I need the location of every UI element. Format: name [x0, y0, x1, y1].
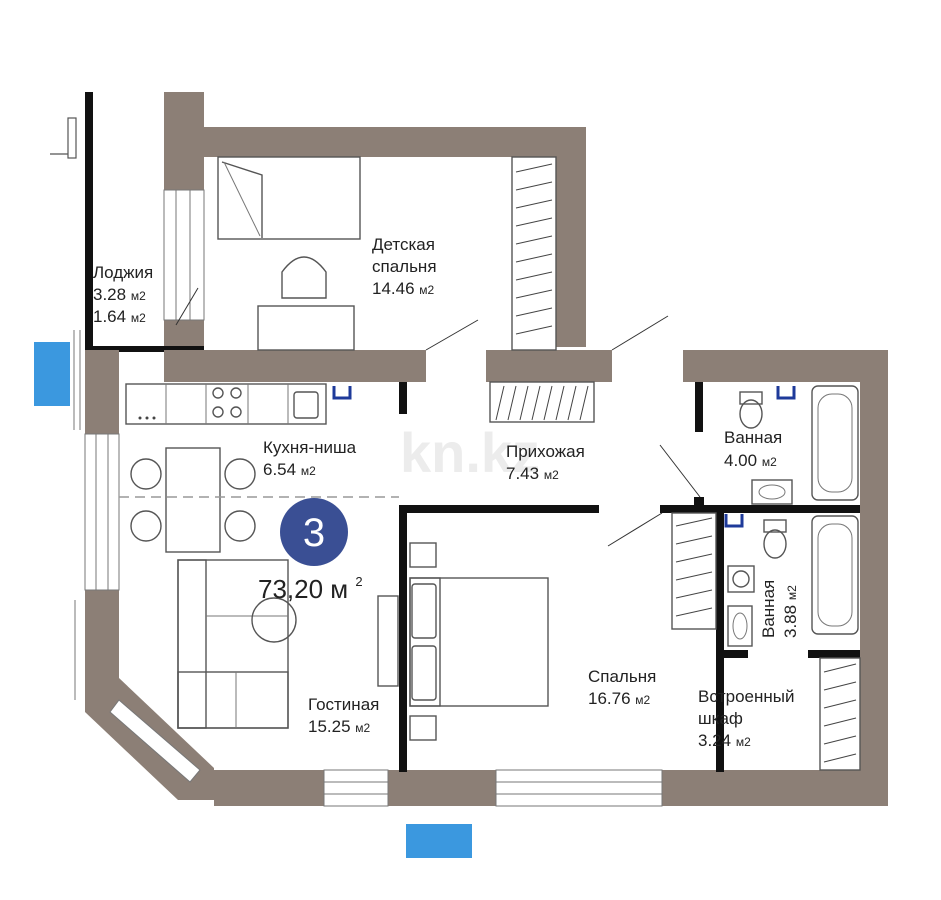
svg-text:3.24 м2: 3.24 м2 [698, 731, 751, 750]
room-name-kids-2: спальня [372, 257, 437, 276]
svg-text:4.00 м2: 4.00 м2 [724, 451, 777, 470]
svg-text:73,20 м 2: 73,20 м 2 [258, 574, 363, 604]
room-name-kids-1: Детская [372, 235, 435, 254]
room-name-wardrobe-1: Встроенный [698, 687, 794, 706]
rooms-count: 3 [303, 511, 325, 555]
total-area-sup: 2 [355, 574, 362, 589]
svg-text:15.25 м2: 15.25 м2 [308, 717, 371, 736]
svg-text:7.43 м2: 7.43 м2 [506, 464, 559, 483]
room-name-bathroom-1: Ванная [724, 428, 782, 447]
kitchen-counter-icon [125, 383, 327, 425]
room-area-wardrobe: 3.24 [698, 731, 731, 750]
room-name-bathroom-2: Ванная [759, 580, 778, 638]
toilet-2-icon [763, 519, 787, 559]
room-area-living: 15.25 [308, 717, 351, 736]
tv-unit-icon [377, 595, 399, 687]
shaft-icon [332, 386, 352, 400]
desk-chair-icon [257, 256, 355, 351]
svg-text:16.76 м2: 16.76 м2 [588, 689, 651, 708]
wardrobe-hatch-builtin [819, 657, 861, 771]
kids-bed-icon [217, 156, 361, 240]
room-area-bedroom: 16.76 [588, 689, 631, 708]
window-marker-left [34, 342, 70, 406]
sofa-icon [177, 559, 297, 729]
window-marker-bottom [406, 824, 472, 858]
total-area: 73,20 м [258, 574, 348, 604]
room-name-kitchen: Кухня-ниша [263, 438, 357, 457]
bathtub-2-icon [811, 515, 859, 635]
sink-2-icon [727, 605, 753, 647]
double-bed-icon [409, 542, 549, 741]
bathtub-icon [811, 385, 859, 501]
shaft-icon-2 [776, 386, 796, 400]
windows [73, 189, 663, 807]
svg-text:14.46 м2: 14.46 м2 [372, 279, 435, 298]
room-name-bedroom: Спальня [588, 667, 656, 686]
room-name-wardrobe-2: шкаф [698, 709, 743, 728]
svg-text:3.88 м2: 3.88 м2 [781, 585, 800, 638]
wardrobe-hatch-kids [511, 156, 557, 351]
room-area-bathroom-2: 3.88 [781, 605, 800, 638]
room-area-loggia-2: 1.64 [93, 307, 126, 326]
wardrobe-hatch-bedroom [671, 512, 717, 630]
washing-machine-icon [727, 565, 755, 593]
room-area-loggia-1: 3.28 [93, 285, 126, 304]
sink-icon [751, 479, 793, 505]
room-name-living: Гостиная [308, 695, 379, 714]
svg-text:6.54 м2: 6.54 м2 [263, 460, 316, 479]
shaft-icon-3 [724, 514, 744, 528]
rooms-count-badge [280, 498, 348, 566]
room-area-hallway: 7.43 [506, 464, 539, 483]
room-area-kids: 14.46 [372, 279, 415, 298]
room-area-kitchen: 6.54 [263, 460, 296, 479]
svg-text:3.28 м2: 3.28 м2 [93, 285, 146, 304]
toilet-icon [739, 391, 763, 429]
doors [175, 287, 701, 547]
room-name-hallway: Прихожая [506, 442, 585, 461]
wardrobe-hatch-hall [489, 381, 595, 423]
dining-table-icon [130, 447, 256, 553]
room-labels: Лоджия 3.28 м2 1.64 м2 Детская спальня 1… [93, 235, 800, 750]
room-name-loggia: Лоджия [93, 263, 153, 282]
watermark: kn.kz [400, 421, 540, 484]
walls [50, 92, 888, 806]
svg-text:1.64 м2: 1.64 м2 [93, 307, 146, 326]
room-area-bathroom-1: 4.00 [724, 451, 757, 470]
